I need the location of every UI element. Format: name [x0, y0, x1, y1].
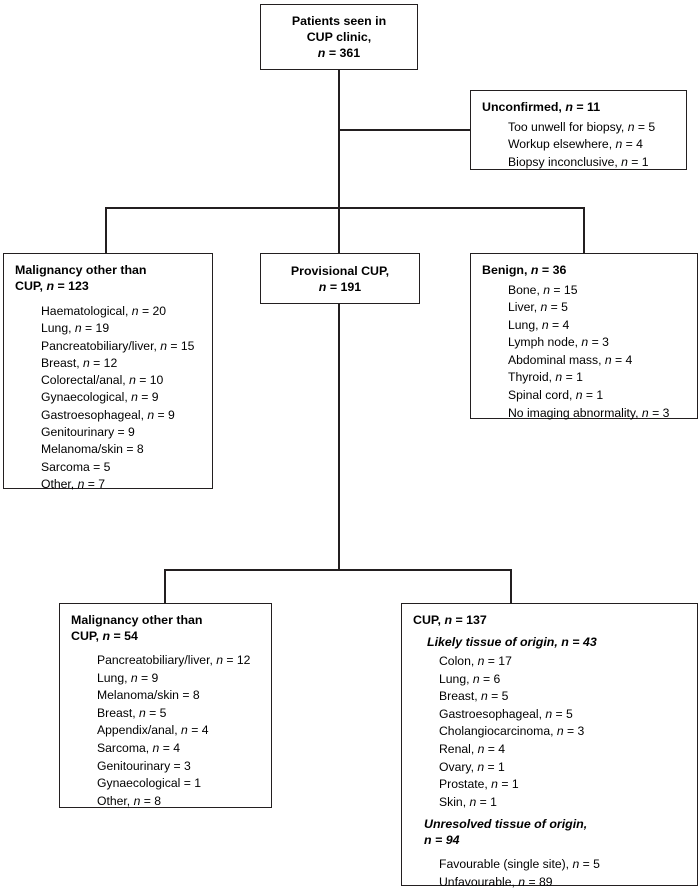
- patients-seen-header: Patients seen in CUP clinic,: [291, 14, 387, 44]
- connector-drop-cup-137: [510, 569, 512, 604]
- connector-drop-malignancy-123: [105, 207, 107, 254]
- unconfirmed-header: Unconfirmed, n = 11: [482, 100, 601, 114]
- connector-main-distribution-bar: [105, 207, 584, 209]
- list-item: Colon, n = 17: [439, 654, 512, 668]
- list-item: Abdominal mass, n = 4: [508, 352, 633, 367]
- provisional-cup-count: n = 191: [318, 279, 362, 294]
- list-item: Workup elsewhere, n = 4: [508, 137, 643, 152]
- connector-drop-provisional: [338, 207, 340, 254]
- list-item: Breast, n = 12: [41, 355, 118, 370]
- list-item: Too unwell for biopsy, n = 5: [508, 119, 656, 134]
- connector-to-unconfirmed: [338, 129, 471, 131]
- cup-unresolved-tissue-subheader: Unresolved tissue of origin, n = 94: [424, 817, 588, 847]
- provisional-cup-count-value: 191: [340, 279, 362, 294]
- provisional-cup-header: Provisional CUP,: [290, 263, 390, 278]
- list-item: Cholangiocarcinoma, n = 3: [439, 724, 585, 739]
- list-item: Other, n = 7: [41, 476, 106, 491]
- list-item: Lymph node, n = 3: [508, 335, 609, 350]
- list-item: Gastroesophageal, n = 9: [41, 407, 175, 422]
- benign-item-list: Bone, n = 15 Liver, n = 5 Lung, n = 4 Ly…: [508, 282, 687, 423]
- list-item: Genitourinary = 3: [97, 758, 191, 773]
- list-item: Unfavourable, n = 89: [439, 874, 553, 889]
- list-item: Melanoma/skin = 8: [97, 688, 200, 703]
- list-item: Ovary, n = 1: [439, 759, 505, 774]
- list-item: Biopsy inconclusive, n = 1: [508, 154, 649, 169]
- list-item: Lung, n = 9: [97, 670, 159, 685]
- list-item: Lung, n = 4: [508, 317, 570, 332]
- list-item: Genitourinary = 9: [41, 425, 135, 440]
- list-item: Pancreatobiliary/liver, n = 12: [97, 653, 251, 667]
- list-item: Spinal cord, n = 1: [508, 388, 604, 403]
- list-item: Liver, n = 5: [508, 300, 568, 315]
- list-item: Breast, n = 5: [439, 689, 509, 704]
- unconfirmed-box: Unconfirmed, n = 11 Too unwell for biops…: [470, 90, 687, 170]
- cup-likely-tissue-subheader: Likely tissue of origin, n = 43: [427, 634, 597, 649]
- patients-seen-count-value: 361: [339, 46, 361, 60]
- list-item: Colorectal/anal, n = 10: [41, 373, 164, 388]
- list-item: Prostate, n = 1: [439, 777, 519, 792]
- connector-provisional-trunk: [338, 304, 340, 571]
- list-item: Gynaecological = 1: [97, 776, 201, 791]
- list-item: Sarcoma, n = 4: [97, 740, 180, 755]
- list-item: Thyroid, n = 1: [508, 370, 583, 385]
- list-item: No imaging abnormality, n = 3: [508, 405, 670, 420]
- list-item: Gastroesophageal, n = 5: [439, 706, 573, 721]
- list-item: Haematological, n = 20: [41, 304, 167, 318]
- connector-drop-malignancy-54: [164, 569, 166, 604]
- patients-seen-box: Patients seen in CUP clinic, n = 361: [260, 4, 418, 70]
- list-item: Bone, n = 15: [508, 282, 578, 297]
- malignancy-other-54-box: Malignancy other than CUP, n = 54 Pancre…: [59, 603, 272, 808]
- list-item: Sarcoma = 5: [41, 459, 111, 474]
- cup-likely-tissue-item-list: Colon, n = 17 Lung, n = 6 Breast, n = 5 …: [439, 653, 687, 811]
- cup-137-box: CUP, n = 137 Likely tissue of origin, n …: [401, 603, 698, 889]
- list-item: Pancreatobiliary/liver, n = 15: [41, 338, 195, 353]
- malignancy-other-54-header: Malignancy other than CUP, n = 54: [71, 613, 203, 643]
- malignancy-other-54-item-list: Pancreatobiliary/liver, n = 12 Lung, n =…: [97, 652, 261, 810]
- provisional-cup-box: Provisional CUP, n = 191: [260, 253, 420, 304]
- patients-seen-count: n = 361: [317, 46, 361, 60]
- list-item: Favourable (single site), n = 5: [439, 857, 600, 872]
- list-item: Lung, n = 19: [41, 321, 110, 336]
- connector-drop-benign: [583, 207, 585, 254]
- malignancy-other-123-header: Malignancy other than CUP, n = 123: [15, 263, 147, 293]
- list-item: Lung, n = 6: [439, 671, 501, 686]
- benign-header: Benign, n = 36: [482, 263, 567, 277]
- malignancy-other-123-item-list: Haematological, n = 20 Lung, n = 19 Panc…: [41, 303, 202, 493]
- list-item: Breast, n = 5: [97, 705, 167, 720]
- list-item: Renal, n = 4: [439, 741, 506, 756]
- benign-box: Benign, n = 36 Bone, n = 15 Liver, n = 5…: [470, 253, 698, 420]
- list-item: Appendix/anal, n = 4: [97, 723, 209, 738]
- list-item: Gynaecological, n = 9: [41, 390, 159, 405]
- cup-137-header: CUP, n = 137: [413, 613, 487, 627]
- unconfirmed-item-list: Too unwell for biopsy, n = 5 Workup else…: [508, 119, 676, 172]
- cup-unresolved-tissue-item-list: Favourable (single site), n = 5 Unfavour…: [439, 856, 687, 890]
- list-item: Melanoma/skin = 8: [41, 442, 144, 457]
- list-item: Skin, n = 1: [439, 794, 497, 809]
- malignancy-other-123-box: Malignancy other than CUP, n = 123 Haema…: [3, 253, 213, 491]
- connector-root-trunk: [338, 70, 340, 209]
- list-item: Other, n = 8: [97, 793, 162, 808]
- connector-lower-distribution-bar: [164, 569, 512, 571]
